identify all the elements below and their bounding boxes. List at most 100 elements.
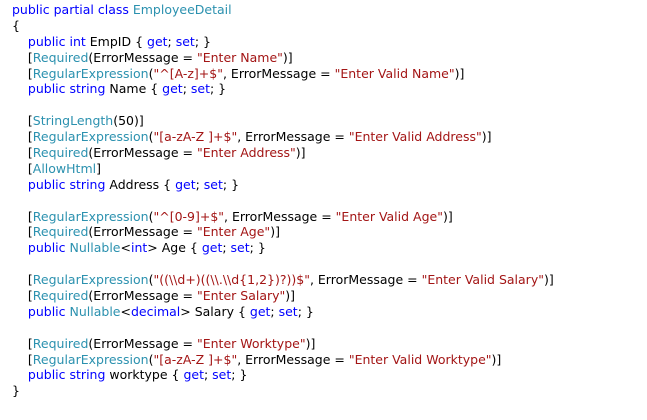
code-token-keyword: int <box>69 33 86 49</box>
code-token-string: "[a-zA-Z ]+$" <box>153 129 238 145</box>
code-line: [Required(ErrorMessage = "Enter Address"… <box>12 145 554 161</box>
code-token-keyword: public <box>27 176 66 192</box>
code-token-plain: , ErrorMessage = <box>237 129 349 145</box>
code-token-plain: )] <box>295 145 306 161</box>
code-line: public string worktype { get; set; } <box>12 367 554 383</box>
code-token-string: "Enter Name" <box>196 49 283 65</box>
code-token-keyword: partial <box>53 2 94 17</box>
code-token-plain: < <box>120 240 131 256</box>
code-token-keyword: string <box>69 176 106 192</box>
code-line: [Required(ErrorMessage = "Enter Name")] <box>12 50 554 66</box>
code-line: public partial class EmployeeDetail <box>12 2 554 18</box>
code-token-plain: (ErrorMessage = <box>88 335 197 351</box>
code-token-plain: ; <box>203 367 213 383</box>
code-listing: public partial class EmployeeDetail{ pub… <box>12 2 554 399</box>
code-token-plain: ; <box>167 33 176 49</box>
code-token-plain: } <box>12 383 20 399</box>
code-token-keyword: string <box>69 367 106 383</box>
code-token-type: Required <box>32 224 89 240</box>
code-token-plain: ] <box>96 160 101 176</box>
code-token-string: "Enter Valid Address" <box>348 129 482 145</box>
code-line: public Nullable<decimal> Salary { get; s… <box>12 304 554 320</box>
code-token-type: StringLength <box>32 113 114 129</box>
code-token-keyword: public <box>12 2 50 17</box>
code-token-plain: ; } <box>194 33 211 49</box>
code-token-plain: [ <box>12 224 33 240</box>
code-token-plain: )] <box>454 65 465 81</box>
code-token-plain: [ <box>12 208 33 224</box>
code-token-keyword: public <box>27 367 66 383</box>
code-token-keyword: get <box>201 240 223 256</box>
code-token-plain: EmpID { <box>85 33 148 49</box>
code-line: public int EmpID { get; set; } <box>12 34 554 50</box>
code-line <box>12 97 554 113</box>
code-token-plain: [ <box>12 113 33 129</box>
code-token-plain: (ErrorMessage = <box>88 224 197 240</box>
code-token-keyword: set <box>190 81 210 97</box>
code-token-plain: > Salary { <box>180 303 250 319</box>
code-token-plain: { <box>12 17 20 33</box>
code-token-type: RegularExpression <box>32 208 149 224</box>
code-token-type: RegularExpression <box>32 129 149 145</box>
code-token-plain <box>12 240 28 255</box>
code-token-plain: > Age { <box>147 240 202 256</box>
code-token-type: AllowHtml <box>32 160 97 176</box>
code-line: } <box>12 383 554 399</box>
code-token-plain: )] <box>481 129 492 145</box>
code-token-plain: ; } <box>231 367 248 383</box>
code-token-type: Required <box>32 335 89 351</box>
code-token-plain: [ <box>12 145 33 161</box>
code-token-plain: < <box>120 303 131 319</box>
code-token-plain: ; <box>222 240 231 256</box>
code-line: [Required(ErrorMessage = "Enter Age")] <box>12 224 554 240</box>
code-token-plain <box>12 34 28 49</box>
code-token-plain <box>12 81 28 96</box>
code-line: { <box>12 18 554 34</box>
code-token-plain: , ErrorMessage = <box>222 65 335 81</box>
code-token-plain: [ <box>12 49 33 65</box>
code-token-plain: )] <box>491 351 502 367</box>
code-token-keyword: get <box>249 303 271 319</box>
code-token-plain <box>12 304 28 319</box>
code-line <box>12 256 554 272</box>
code-token-string: "((\\d+)((\\.\\d{1,2})?))$" <box>153 272 310 288</box>
code-token-keyword: public <box>27 33 66 49</box>
code-line <box>12 320 554 336</box>
code-token-plain: [ <box>12 335 33 351</box>
code-token-plain <box>12 367 28 382</box>
code-token-plain: , ErrorMessage = <box>309 272 422 288</box>
code-token-type: RegularExpression <box>32 272 149 288</box>
code-token-plain: )] <box>285 288 296 304</box>
code-token-type: Required <box>32 288 89 304</box>
code-line: [RegularExpression("[a-zA-Z ]+$", ErrorM… <box>12 352 554 368</box>
code-token-plain: , ErrorMessage = <box>224 208 336 224</box>
code-token-keyword: decimal <box>130 303 181 319</box>
code-token-plain: (ErrorMessage = <box>88 145 197 161</box>
code-line: [StringLength(50)] <box>12 113 554 129</box>
code-token-plain: , ErrorMessage = <box>237 351 349 367</box>
code-token-plain: )] <box>282 49 293 65</box>
code-token-plain: (ErrorMessage = <box>88 288 197 304</box>
code-token-plain: ( <box>148 208 154 224</box>
code-token-type: Nullable <box>69 240 121 256</box>
code-token-plain: ; } <box>222 176 240 192</box>
code-token-plain: ; <box>270 303 279 319</box>
code-token-keyword: get <box>183 367 204 383</box>
code-token-plain: [ <box>12 160 33 176</box>
code-token-plain: [ <box>12 65 33 81</box>
code-token-plain: )] <box>305 335 316 351</box>
code-token-string: "Enter Valid Salary" <box>421 272 544 288</box>
code-token-plain: (50)] <box>113 113 144 129</box>
code-token-string: "Enter Valid Name" <box>334 65 455 81</box>
code-token-plain: (ErrorMessage = <box>88 49 197 65</box>
code-token-string: "Enter Valid Worktype" <box>348 351 492 367</box>
code-token-plain: ; <box>182 81 191 97</box>
code-token-keyword: get <box>147 33 168 49</box>
code-line: [Required(ErrorMessage = "Enter Worktype… <box>12 336 554 352</box>
code-token-plain: [ <box>12 288 33 304</box>
code-line: public string Name { get; set; } <box>12 81 554 97</box>
code-token-keyword: set <box>175 33 195 49</box>
code-token-plain: Name { <box>105 81 163 97</box>
code-token-keyword: set <box>203 176 223 192</box>
